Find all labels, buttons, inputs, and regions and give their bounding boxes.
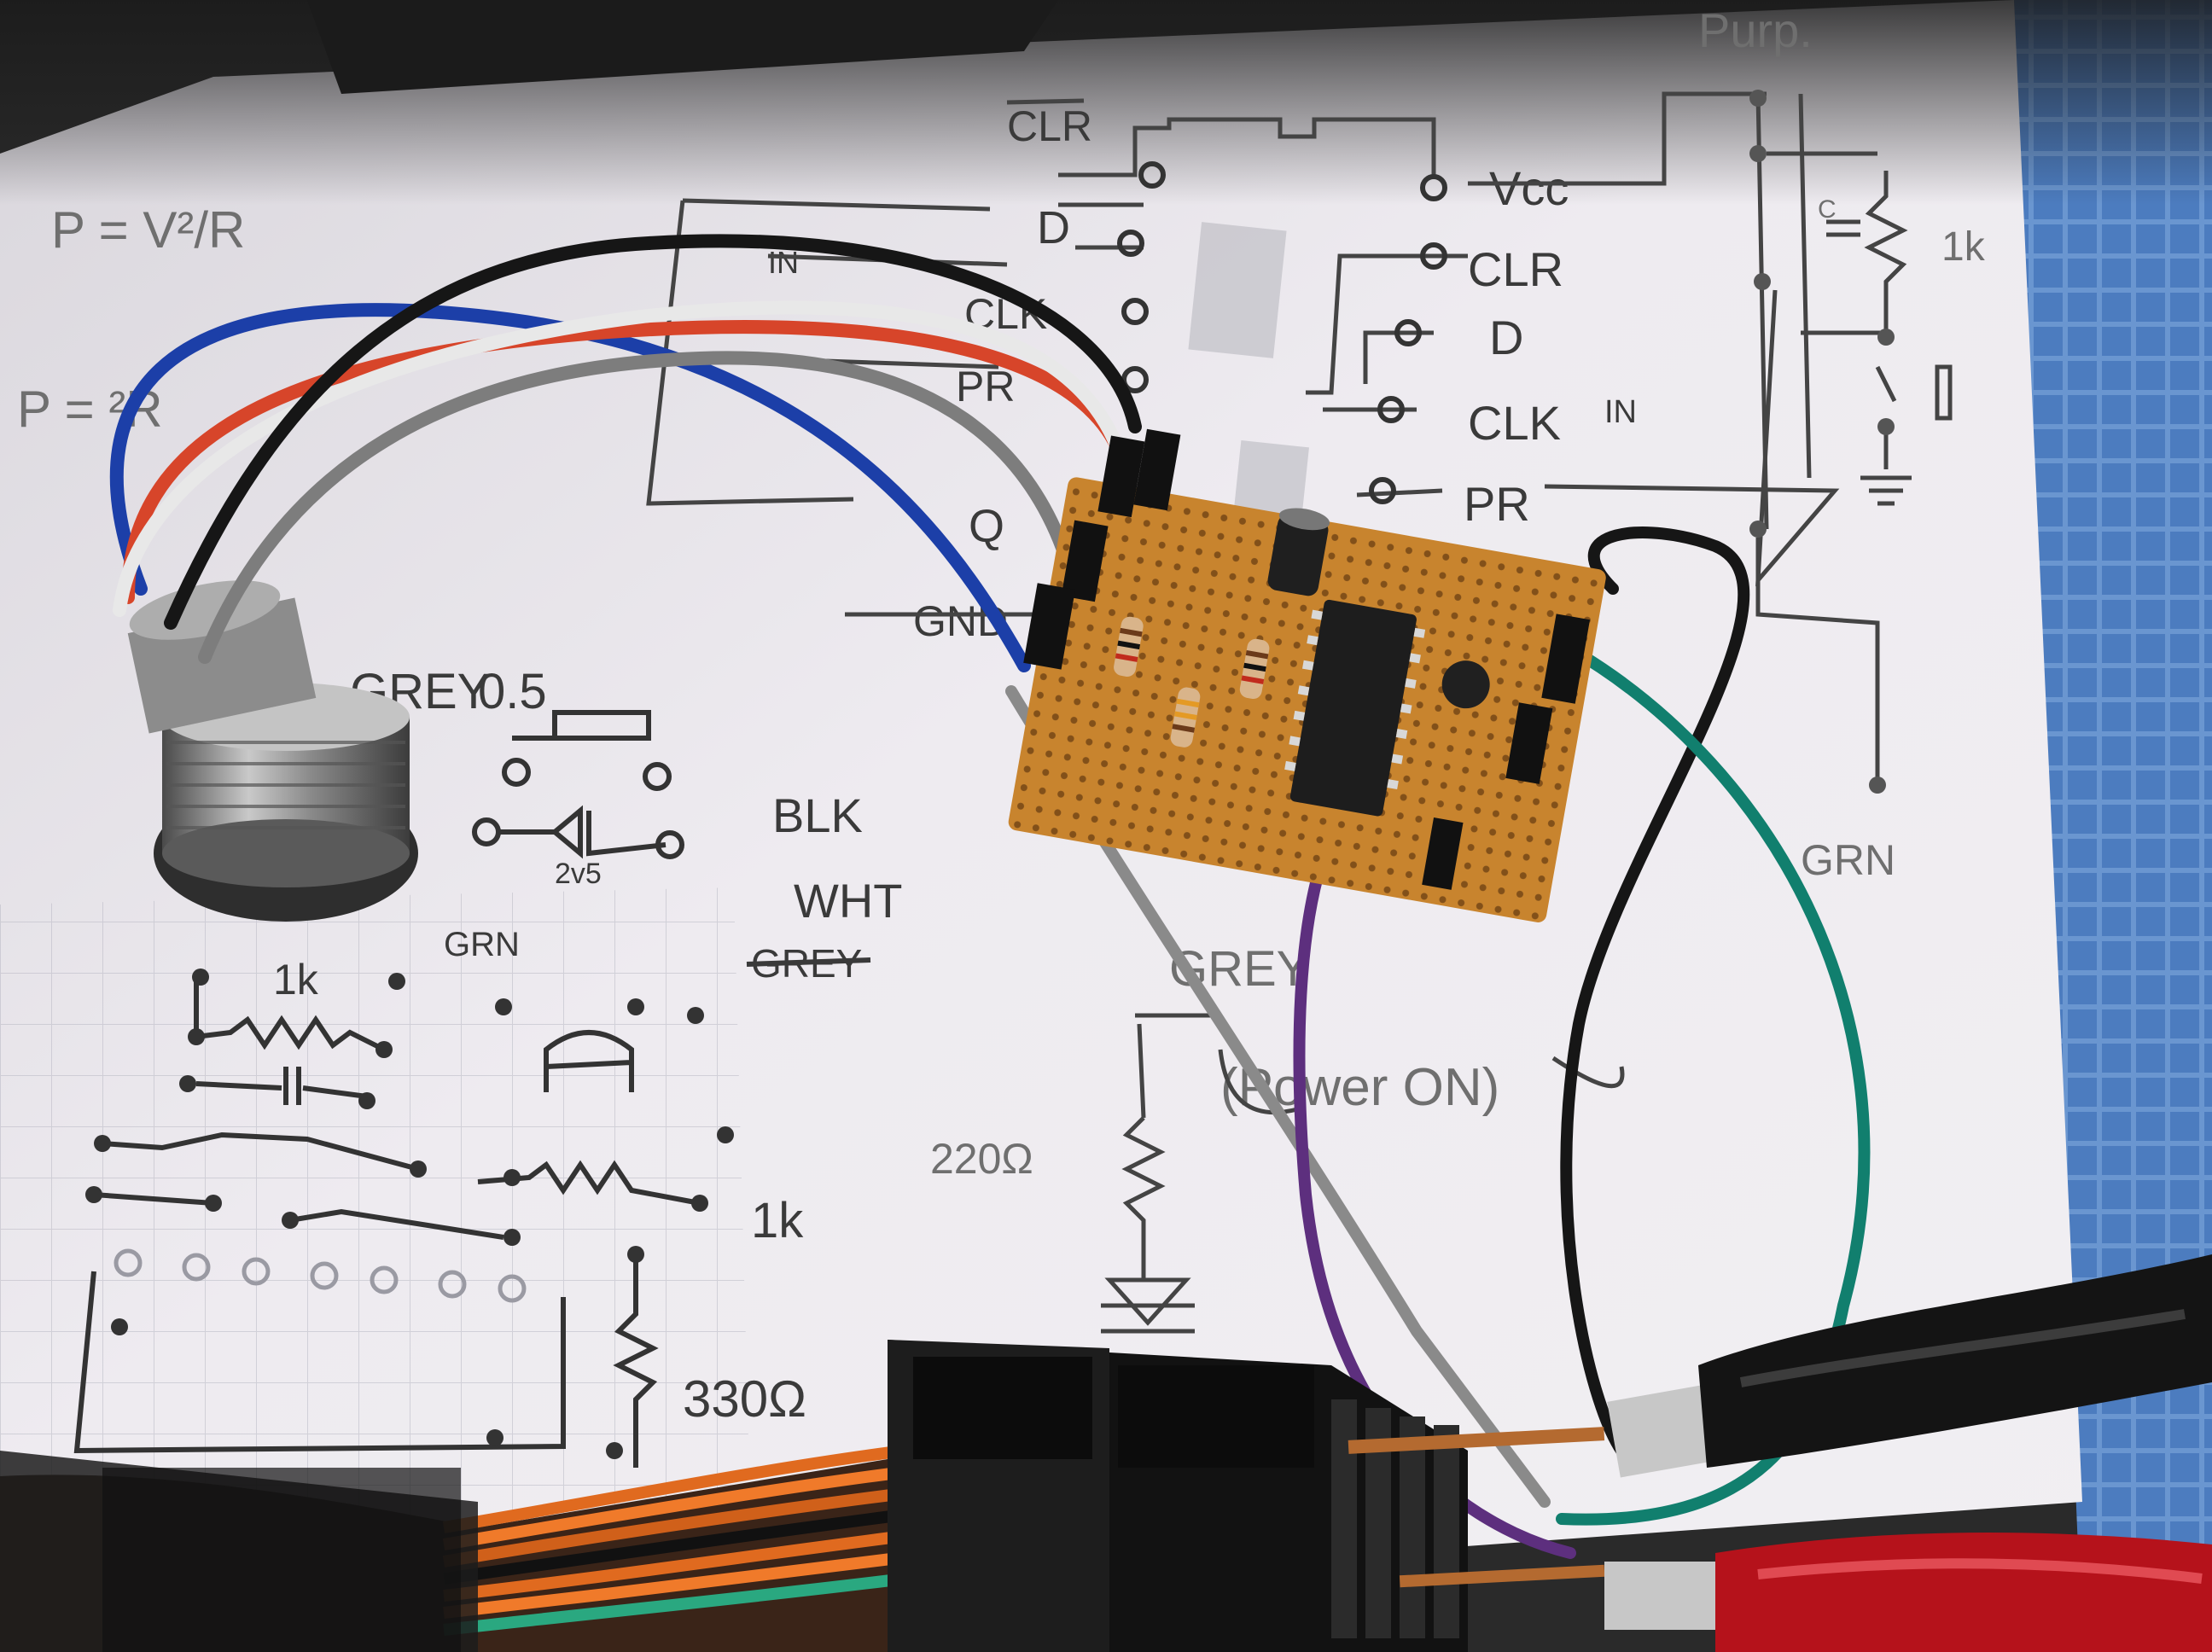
d-pin-right-label: D (1489, 311, 1523, 364)
clr-pin-label: CLR (1468, 242, 1563, 296)
blk-label: BLK (772, 788, 863, 842)
capacitor-label: C (1818, 195, 1837, 224)
crocodile-clip-red (1604, 1533, 2212, 1652)
wire-black-switch (164, 234, 1142, 630)
wire-black-loop (1560, 526, 1750, 1457)
right-schematic: CLR D IN CLK PR Q GND Vcc CLR D CLK IN P… (768, 3, 1986, 1183)
grn-label: GRN (444, 926, 520, 963)
wire-blue (109, 303, 1031, 672)
resistor-1k-label: 1k (273, 956, 319, 1003)
diode-label: 2v5 (555, 858, 602, 890)
left-schematic-dots (85, 969, 734, 1459)
panel-switch (127, 580, 418, 922)
clr-top-label: CLR (1007, 102, 1092, 150)
electrolytic-capacitor (1267, 515, 1329, 596)
wht-label: WHT (794, 874, 903, 928)
vcc-pin-label: Vcc (1489, 161, 1569, 215)
wire-grey-switch (198, 351, 1082, 664)
pr-pin-right-label: PR (1464, 477, 1530, 531)
d-pin-label: D (1037, 202, 1070, 253)
grn-right-label: GRN (1801, 836, 1895, 884)
blue-cloth (2014, 0, 2212, 1652)
in-label: IN (768, 245, 799, 280)
stripboard (1007, 428, 1608, 924)
crocodile-clip-black (1607, 1254, 2212, 1478)
purp-label: Purp. (1698, 3, 1813, 57)
formula-power: P = V²/R (51, 201, 245, 259)
left-schematic-circles (114, 1248, 527, 1303)
idc-connector (888, 1340, 1468, 1652)
switch-value: 0.5 (478, 664, 547, 719)
resistor-top-label: 1k (1941, 224, 1986, 270)
wire-white (113, 300, 1133, 617)
clk-pin-right-label: CLK (1468, 396, 1561, 450)
resistor-1k-label-2: 1k (751, 1193, 804, 1248)
probe-pins (1348, 1427, 1605, 1588)
left-schematic-lines (73, 710, 701, 1468)
resistor-220-label: 220Ω (930, 1135, 1033, 1183)
wire-red (121, 320, 1133, 604)
in-right-label: IN (1604, 394, 1637, 430)
ic-pin-circles (1117, 161, 1447, 504)
right-schematic-dots (1749, 90, 1895, 794)
ribbon-cable (0, 1445, 905, 1652)
transistor (1441, 660, 1490, 709)
q-pin-label: Q (969, 501, 1004, 552)
resistors (1114, 616, 1270, 747)
wire-green-loop (1556, 643, 1871, 1526)
header-connectors (1023, 428, 1591, 890)
pr-pin-label: PR (956, 363, 1015, 410)
resistor-330-label: 330Ω (683, 1370, 806, 1428)
ic-chip (1289, 599, 1417, 817)
